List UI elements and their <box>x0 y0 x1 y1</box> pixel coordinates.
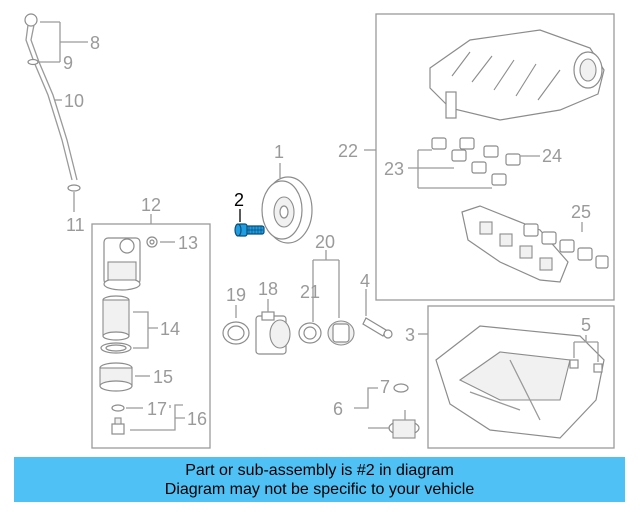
pan-bolts-5[interactable] <box>569 359 603 373</box>
callout-16[interactable]: 16 <box>187 409 207 429</box>
callout-1[interactable]: 1 <box>274 142 284 162</box>
drain-washer-17[interactable] <box>111 404 125 412</box>
washer-13[interactable] <box>146 236 158 248</box>
callout-13[interactable]: 13 <box>178 233 198 253</box>
callout-14[interactable]: 14 <box>160 319 180 339</box>
callout-7[interactable]: 7 <box>380 377 390 397</box>
seal-21[interactable] <box>298 322 322 344</box>
drain-plug-16[interactable] <box>111 417 125 435</box>
highlighted-bolt-part-2[interactable] <box>234 223 265 237</box>
callout-23[interactable]: 23 <box>384 159 404 179</box>
water-outlet-18[interactable] <box>255 311 291 355</box>
callout-21[interactable]: 21 <box>300 282 320 302</box>
callout-3[interactable]: 3 <box>405 325 415 345</box>
callout-11[interactable]: 11 <box>66 215 85 235</box>
oil-filter-cap[interactable] <box>99 362 133 392</box>
callout-9[interactable]: 9 <box>63 53 73 73</box>
oil-pan[interactable] <box>435 325 605 439</box>
callout-17[interactable]: 17 <box>147 399 167 419</box>
o-ring-14[interactable] <box>100 342 132 354</box>
callout-4[interactable]: 4 <box>360 271 370 291</box>
callout-18[interactable]: 18 <box>258 279 278 299</box>
gaskets-23[interactable] <box>431 137 521 186</box>
banner-line-part-reference: Part or sub-assembly is #2 in diagram <box>185 462 454 479</box>
callout-22[interactable]: 22 <box>338 141 358 161</box>
callout-20[interactable]: 20 <box>315 232 335 252</box>
callout-8[interactable]: 8 <box>90 33 100 53</box>
intake-manifold[interactable] <box>429 29 605 121</box>
oil-level-sensor-6[interactable] <box>388 410 420 439</box>
gasket-set-25[interactable] <box>523 223 609 269</box>
o-ring-7[interactable] <box>393 383 409 393</box>
oil-pan-group-box <box>427 305 615 449</box>
oil-filter-element[interactable] <box>102 295 130 341</box>
manifold-flange-25[interactable] <box>461 205 569 283</box>
callout-24[interactable]: 24 <box>542 146 562 166</box>
pcv-tube-4[interactable] <box>362 317 393 339</box>
callout-12[interactable]: 12 <box>141 195 161 215</box>
callout-25[interactable]: 25 <box>571 202 591 222</box>
callout-15[interactable]: 15 <box>153 367 173 387</box>
crankshaft-pulley[interactable] <box>261 176 313 244</box>
callout-6[interactable]: 6 <box>333 399 343 419</box>
callout-19[interactable]: 19 <box>226 285 246 305</box>
banner-line-disclaimer: Diagram may not be specific to your vehi… <box>164 481 475 498</box>
intake-manifold-group-box <box>375 13 615 301</box>
dipstick-assembly[interactable] <box>24 13 88 212</box>
info-banner: Part or sub-assembly is #2 in diagram Di… <box>14 457 625 502</box>
gasket-19[interactable] <box>222 321 250 345</box>
callout-10[interactable]: 10 <box>64 91 84 111</box>
callout-2[interactable]: 2 <box>234 190 244 210</box>
oil-filter-housing[interactable] <box>103 237 141 291</box>
callout-5[interactable]: 5 <box>581 315 591 335</box>
thermostat-20[interactable] <box>327 320 355 346</box>
